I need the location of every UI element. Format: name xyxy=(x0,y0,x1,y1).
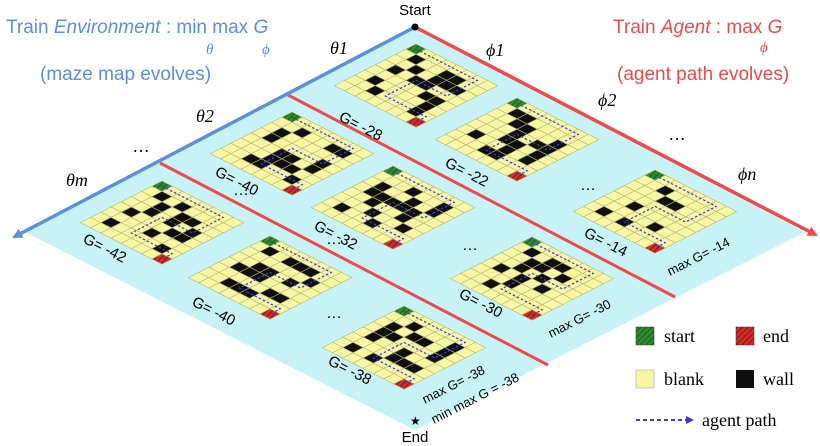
legend-start-swatch xyxy=(635,326,655,346)
environment-title-a: Train xyxy=(6,17,54,38)
maze-grid xyxy=(572,169,738,254)
maze-cell-end xyxy=(281,184,303,196)
maze-grid xyxy=(321,305,487,390)
ellipsis-row2b: … xyxy=(462,237,478,254)
legend-start-label: start xyxy=(664,326,695,346)
maze-cell-end xyxy=(382,238,404,250)
agent-axis-arrow xyxy=(414,25,818,237)
environment-title-b: Environment xyxy=(54,17,161,38)
legend-wall-label: wall xyxy=(763,369,794,389)
legend-end-label: end xyxy=(763,326,789,346)
legend-wall-swatch xyxy=(736,370,754,388)
maze-cell-end xyxy=(259,308,281,320)
phi-2-label: ϕ2 xyxy=(598,90,616,110)
agent-path xyxy=(361,170,456,245)
environment-subtitle: (maze map evolves) xyxy=(40,64,211,85)
phi-n-label: ϕn xyxy=(738,164,756,184)
agent-path xyxy=(372,310,467,385)
ellipsis-row1: … xyxy=(580,177,596,194)
maze-cell-end xyxy=(151,253,173,265)
legend-blank-label: blank xyxy=(664,369,704,389)
agent-path xyxy=(485,102,580,177)
legend-blank-swatch xyxy=(635,369,655,389)
agent-path xyxy=(623,174,718,249)
maze-grid xyxy=(333,43,499,128)
agent-path xyxy=(238,240,333,315)
theta-2-label: θ2 xyxy=(196,106,214,126)
start-point xyxy=(411,23,419,31)
end-label: End xyxy=(402,429,429,446)
maze-grid-group xyxy=(79,43,738,390)
maze-grid xyxy=(310,165,476,250)
maze-cell-end xyxy=(644,242,666,254)
maze-grid xyxy=(449,236,615,321)
environment-title: Train Environment : min max G xyxy=(6,17,268,38)
agent-path xyxy=(384,48,479,123)
agent-title: Train Agent : max G xyxy=(613,17,782,38)
maze-cell-end xyxy=(506,170,528,182)
legend: start end blank wall agent path xyxy=(635,326,794,430)
legend-end-swatch xyxy=(735,326,755,346)
maze-grid xyxy=(187,235,353,320)
maze-cell-end xyxy=(521,309,543,321)
maze-grid xyxy=(434,97,600,182)
maze-cell-end xyxy=(393,378,415,390)
environment-title-c: : min max xyxy=(161,17,254,38)
legend-path-arrowhead xyxy=(686,416,694,424)
ellipsis-row3b: … xyxy=(326,305,342,322)
end-star: ★ xyxy=(410,414,421,428)
agent-title-b: Agent xyxy=(660,17,711,38)
row-separator-1 xyxy=(287,93,676,299)
agent-title-a: Train xyxy=(613,17,661,38)
legend-path-label: agent path xyxy=(702,410,776,430)
start-label: Start xyxy=(399,2,432,19)
agent-title-d: G xyxy=(768,17,783,38)
agent-path xyxy=(130,185,225,260)
environment-sub-theta: θ xyxy=(206,42,214,58)
environment-axis-arrow xyxy=(12,25,416,239)
agent-path xyxy=(500,241,595,316)
theta-ellipsis: … xyxy=(132,136,150,156)
agent-title-c: : max xyxy=(711,17,768,38)
environment-title-d: G xyxy=(253,17,268,38)
row-separator-2 xyxy=(159,161,549,367)
phi-1-label: ϕ1 xyxy=(486,40,504,60)
environment-sub-phi: ϕ xyxy=(262,42,270,58)
maze-grid xyxy=(79,180,245,265)
agent-path xyxy=(260,116,355,191)
agent-sub-phi: ϕ xyxy=(760,40,768,56)
agent-subtitle: (agent path evolves) xyxy=(617,64,789,85)
phi-ellipsis: … xyxy=(668,124,686,144)
maze-grid xyxy=(209,111,375,196)
maze-cell-end xyxy=(405,116,427,128)
ellipsis-row2a: … xyxy=(233,182,249,199)
theta-m-label: θm xyxy=(66,170,88,190)
theta-1-label: θ1 xyxy=(330,38,348,58)
ellipsis-row3a: … xyxy=(326,231,342,248)
